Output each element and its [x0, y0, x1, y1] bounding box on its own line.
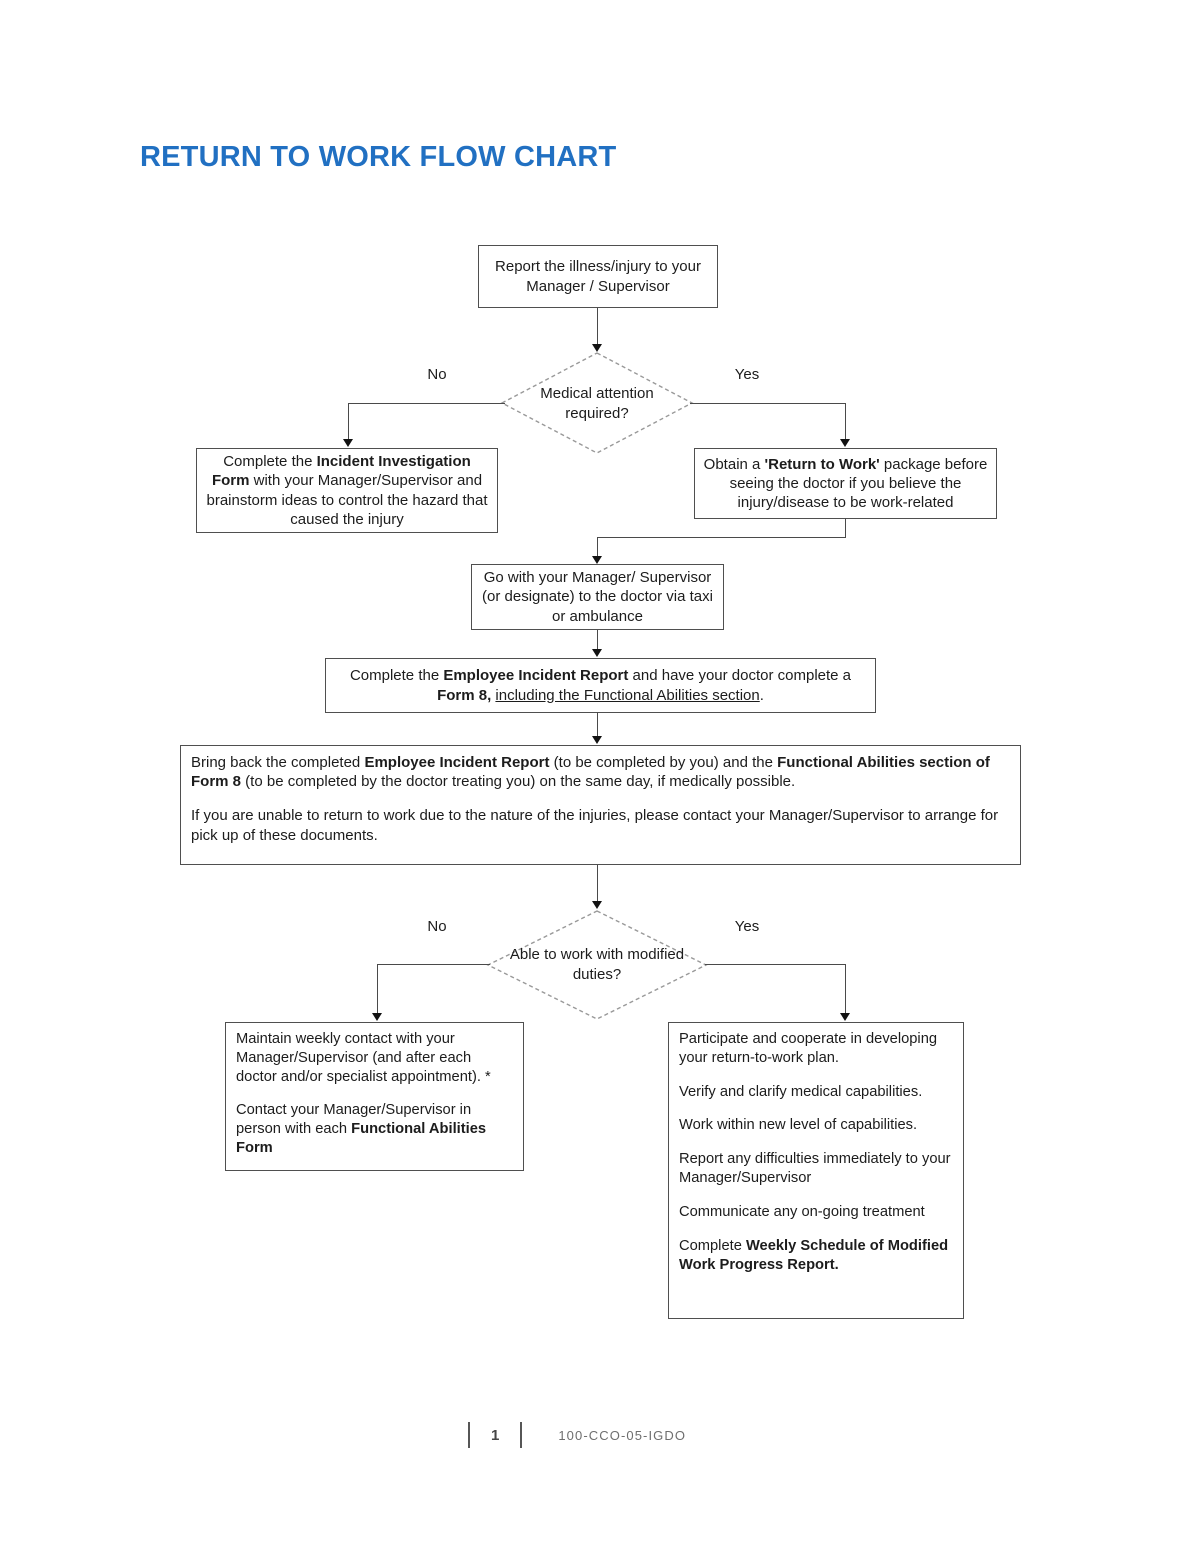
connector-decision1-yes-h — [690, 403, 845, 404]
connector-obtain-to-go-v1 — [845, 518, 846, 538]
connector-decision1-no-h — [348, 403, 505, 404]
arrowhead-down-icon — [592, 344, 602, 352]
flow-node-incident-investigation: Complete the Incident Investigation Form… — [196, 448, 498, 533]
text-segment-bold: Employee Incident Report — [364, 754, 550, 771]
branch-label-no-1: No — [427, 366, 447, 383]
arrowhead-down-icon — [840, 1013, 850, 1021]
connector-decision1-yes-v — [845, 403, 846, 440]
text-segment: Complete the — [223, 453, 317, 471]
arrowhead-down-icon — [592, 736, 602, 744]
connector-decision2-no-h — [377, 964, 490, 965]
decision-medical-attention-label: Medical attention required? — [540, 385, 654, 422]
paragraph: If you are unable to return to work due … — [191, 807, 999, 844]
flow-node-report-injury: Report the illness/injury to your Manage… — [478, 245, 718, 308]
text-segment: Go with your Manager/ Supervisor (or des… — [482, 569, 713, 625]
text-segment: Bring back the completed — [191, 754, 365, 771]
text-segment-bold: Employee Incident Report — [443, 667, 629, 685]
branch-label-yes-1: Yes — [734, 366, 760, 383]
connector-decision1-no-v — [348, 403, 349, 440]
page-footer: 1 100-CCO-05-IGDO — [468, 1421, 686, 1449]
branch-label-yes-2: Yes — [734, 918, 760, 935]
text-segment: (to be completed by the doctor treating … — [241, 773, 796, 791]
footer-page-number: 1 — [491, 1426, 500, 1444]
paragraph: Contact your Manager/Supervisor in perso… — [236, 1101, 513, 1157]
text-segment-bold: 'Return to Work' — [764, 455, 880, 473]
text-segment-bold: Form 8, — [437, 686, 492, 704]
text-segment-bold: Incident Investigation Form — [211, 453, 471, 490]
text-segment-bold: Weekly Schedule of Modified Work Progres… — [679, 1237, 949, 1273]
connector-decision2-yes-v — [845, 964, 846, 1014]
arrowhead-down-icon — [592, 901, 602, 909]
flow-node-go-with-manager: Go with your Manager/ Supervisor (or des… — [471, 564, 724, 630]
connector-decision2-no-v — [377, 964, 378, 1014]
flow-node-obtain-package: Obtain a 'Return to Work' package before… — [694, 448, 997, 519]
text-segment: Report the illness/injury to your Manage… — [495, 258, 701, 295]
paragraph: Work within new level of capabilities. — [679, 1117, 918, 1134]
footer-divider — [520, 1422, 523, 1448]
connector-go-to-form8 — [597, 630, 598, 650]
flow-node-participate: Participate and cooperate in developing … — [668, 1022, 964, 1319]
text-segment: package before seeing the doctor if you … — [729, 455, 988, 512]
connector-obtain-to-go-h — [597, 537, 846, 538]
arrowhead-down-icon — [372, 1013, 382, 1021]
text-segment-underline: including the Functional Abilities secti… — [495, 686, 760, 704]
connector-obtain-to-go-v2 — [597, 537, 598, 557]
text-segment: Complete the — [349, 667, 444, 685]
text-segment: Obtain a — [703, 455, 765, 473]
paragraph: Participate and cooperate in developing … — [679, 1031, 938, 1066]
text-segment-bold: . — [834, 1256, 839, 1273]
text-segment: Contact your Manager/Supervisor in perso… — [236, 1102, 472, 1138]
paragraph: Communicate any on-going treatment — [679, 1203, 925, 1220]
footer-doc-code: 100-CCO-05-IGDO — [558, 1427, 687, 1443]
text-segment: (to be completed by you) and the — [549, 754, 778, 771]
decision-modified-duties-shape — [486, 910, 708, 1020]
text-segment: Complete — [679, 1237, 746, 1254]
text-segment-bold: Functional Abilities section of Form 8 — [191, 754, 990, 791]
arrowhead-down-icon — [592, 556, 602, 564]
paragraph: Report any difficulties immediately to y… — [679, 1151, 951, 1187]
arrowhead-down-icon — [592, 649, 602, 657]
text-segment-bold: Functional Abilities Form — [236, 1121, 487, 1157]
connector-form8-to-bringback — [597, 712, 598, 737]
arrowhead-down-icon — [840, 439, 850, 447]
text-segment: . — [759, 686, 764, 704]
branch-label-no-2: No — [427, 918, 447, 935]
text-segment: and have your doctor complete a — [628, 667, 852, 685]
page-title: RETURN TO WORK FLOW CHART — [140, 141, 617, 173]
paragraph: Bring back the completed Employee Incide… — [191, 753, 1010, 791]
decision-modified-duties-label: Able to work with modified duties? — [509, 946, 685, 983]
footer-divider — [468, 1422, 470, 1448]
paragraph: Verify and clarify medical capabilities. — [679, 1083, 923, 1100]
arrowhead-down-icon — [343, 439, 353, 447]
flow-node-maintain-contact: Maintain weekly contact with your Manage… — [225, 1022, 524, 1171]
connector-start-to-decision1 — [597, 308, 598, 345]
connector-bringback-to-decision2 — [597, 865, 598, 902]
flow-node-complete-form8: Complete the Employee Incident Report an… — [325, 658, 876, 713]
paragraph: Complete Weekly Schedule of Modified Wor… — [679, 1237, 953, 1275]
decision-medical-attention-shape — [500, 352, 694, 454]
connector-decision2-yes-h — [705, 964, 845, 965]
paragraph: Maintain weekly contact with your Manage… — [236, 1031, 491, 1085]
text-segment: with your Manager/Supervisor and brainst… — [206, 472, 488, 528]
flow-node-bring-back: Bring back the completed Employee Incide… — [180, 745, 1021, 865]
